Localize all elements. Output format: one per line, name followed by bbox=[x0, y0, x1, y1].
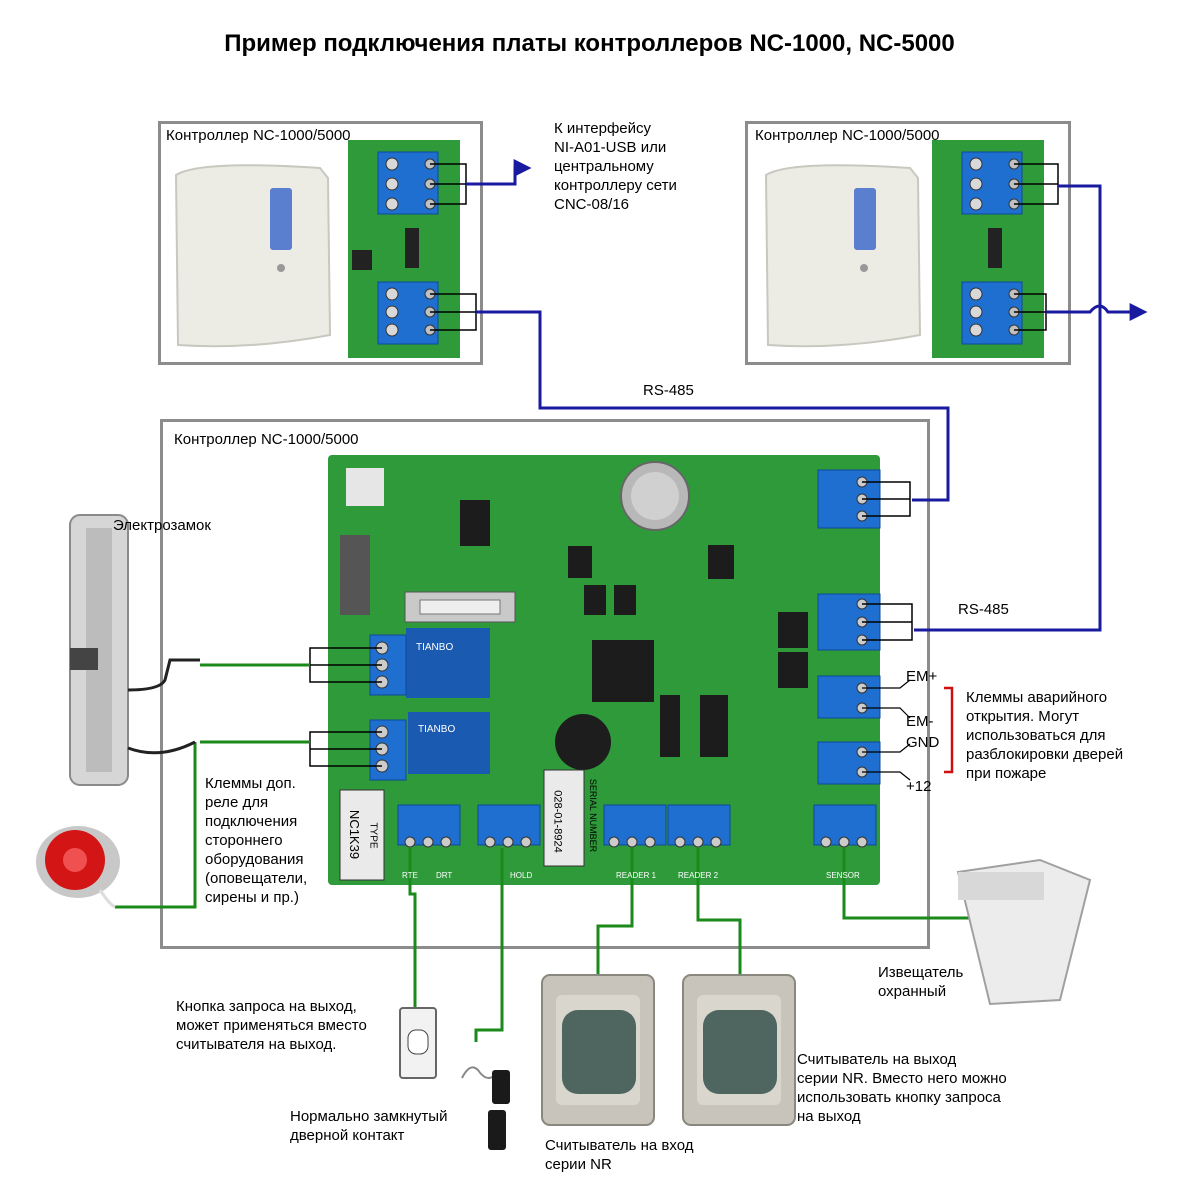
lock-label: Электрозамок bbox=[113, 517, 211, 534]
door-contact-device bbox=[461, 1066, 510, 1150]
diagram-title: Пример подключения платы контроллеров NC… bbox=[224, 30, 955, 57]
terminal-hold: HOLD bbox=[510, 871, 533, 880]
controller-top-left bbox=[158, 121, 483, 365]
emergency-leaders bbox=[862, 679, 911, 781]
gnd-label: GND bbox=[906, 734, 940, 751]
terminal-drt: DRT bbox=[436, 871, 453, 880]
controller-top-right-label: Контроллер NC-1000/5000 bbox=[755, 127, 940, 144]
rs485-top-label: RS-485 bbox=[643, 382, 694, 399]
reader-out-label: Считыватель на выход серии NR. Вместо не… bbox=[797, 1051, 1007, 1125]
plus12-label: +12 bbox=[906, 778, 932, 795]
rs485-bus bbox=[476, 184, 1148, 632]
siren bbox=[36, 826, 120, 909]
exit-button-device bbox=[399, 1007, 437, 1079]
controller-top-left-label: Контроллер NC-1000/5000 bbox=[166, 127, 351, 144]
relay2-brand: TIANBO bbox=[418, 724, 456, 735]
em-plus-label: EM+ bbox=[906, 668, 938, 685]
controller-main-label: Контроллер NC-1000/5000 bbox=[174, 431, 359, 448]
aux-relay-label: Клеммы доп. реле для подключения сторонн… bbox=[205, 775, 308, 906]
controller-top-right bbox=[745, 121, 1071, 365]
reader-out-device bbox=[682, 974, 796, 1126]
rs485-right-label: RS-485 bbox=[958, 601, 1009, 618]
board-serial: 028-01-8924 bbox=[551, 790, 564, 853]
interface-label: К интерфейсу NI-A01-USB или центральному… bbox=[554, 120, 677, 213]
enclosure-top-left bbox=[174, 164, 332, 348]
emergency-bracket bbox=[944, 686, 954, 774]
relay1-brand: TIANBO bbox=[416, 642, 454, 653]
terminal-rte: RTE bbox=[402, 871, 418, 880]
board-type-label: TYPE bbox=[367, 822, 379, 849]
device-wires bbox=[115, 663, 990, 1042]
door-contact-label: Нормально замкнутый дверной контакт bbox=[290, 1108, 448, 1144]
sensor-label: Извещатель охранный bbox=[878, 964, 964, 1000]
terminal-reader1: READER 1 bbox=[616, 871, 657, 880]
interface-bus-arrow bbox=[466, 159, 532, 186]
emergency-label: Клеммы аварийного открытия. Могут исполь… bbox=[966, 689, 1124, 782]
board-fragment-top-right bbox=[932, 140, 1044, 358]
em-minus-label: EM- bbox=[906, 713, 934, 730]
board-fragment-top-left bbox=[348, 140, 460, 358]
terminal-reader2: READER 2 bbox=[678, 871, 719, 880]
reader-in-device bbox=[541, 974, 655, 1126]
terminal-sensor: SENSOR bbox=[826, 871, 860, 880]
electric-lock bbox=[69, 514, 200, 786]
board-model: NC1K39 bbox=[347, 809, 363, 860]
motion-sensor-device bbox=[956, 858, 1092, 1006]
enclosure-top-right bbox=[764, 164, 922, 348]
reader-in-label: Считыватель на вход серии NR bbox=[545, 1137, 694, 1173]
exit-button-label: Кнопка запроса на выход, может применять… bbox=[176, 998, 367, 1053]
main-pcb bbox=[328, 455, 881, 885]
board-serial-label: SERIAL NUMBER bbox=[588, 778, 599, 853]
